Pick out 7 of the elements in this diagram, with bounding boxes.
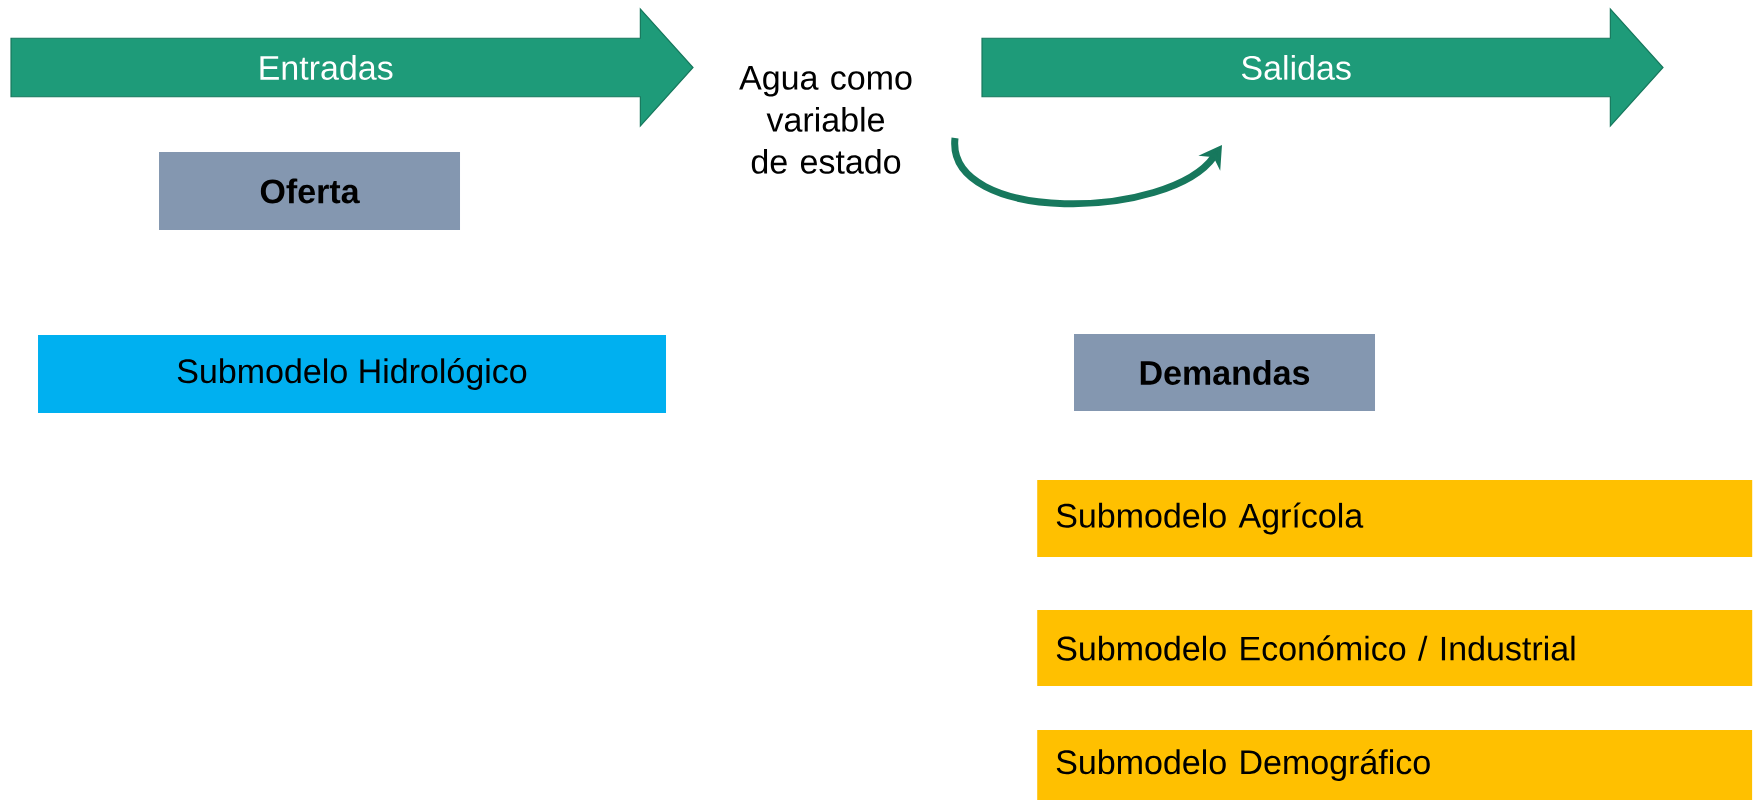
label-box: Submodelo Económico / Industrial (1037, 610, 1753, 686)
caption-text: Agua como variable de estado (739, 66, 912, 174)
label-box: Demandas (1074, 334, 1375, 411)
label-box: Submodelo Demográfico (1037, 730, 1753, 800)
label-box: Submodelo Agrícola (1037, 480, 1753, 557)
label-box: Submodelo Hidrológico (38, 335, 666, 413)
label-box: Oferta (159, 152, 460, 230)
